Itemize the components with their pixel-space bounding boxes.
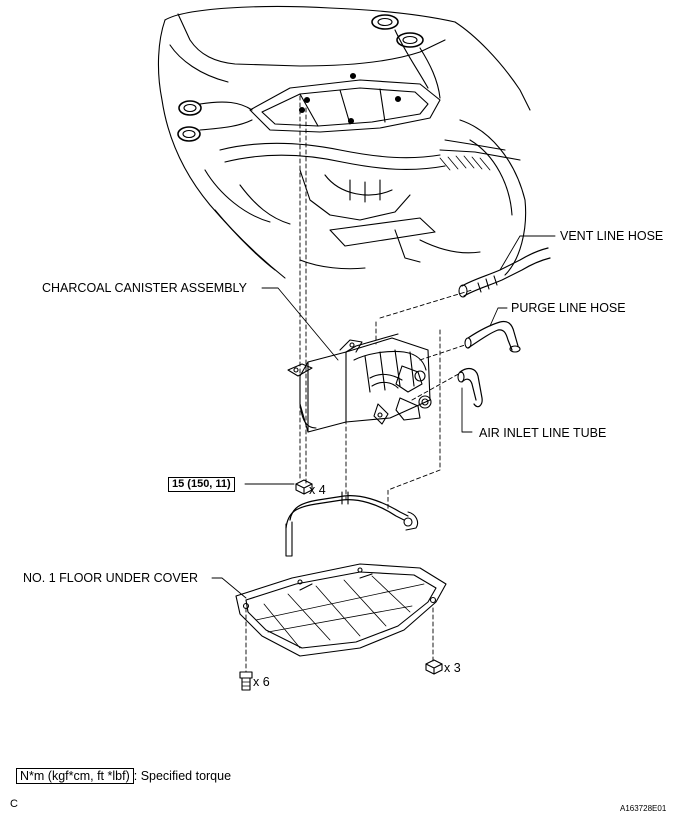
label-charcoal-canister: CHARCOAL CANISTER ASSEMBLY <box>42 281 247 295</box>
corner-letter: C <box>10 798 18 810</box>
label-floor-under-cover: NO. 1 FLOOR UNDER COVER <box>23 571 199 585</box>
bolt-cover-icon <box>239 671 253 691</box>
qty-bolt-cover: x 6 <box>253 675 270 689</box>
torque-spec-box: 15 (150, 11) <box>168 477 235 492</box>
leader-lines <box>211 235 556 599</box>
label-vent-line-hose: VENT LINE HOSE <box>560 229 664 243</box>
legend-text: : Specified torque <box>133 769 232 783</box>
torque-legend: N*m (kgf*cm, ft *lbf): Specified torque <box>16 768 232 784</box>
floor-under-cover <box>235 563 447 657</box>
canister-vent-hose <box>285 491 419 557</box>
vent-line-hose <box>458 247 551 298</box>
purge-line-hose <box>464 320 521 353</box>
qty-nut-cover: x 3 <box>444 661 461 675</box>
air-inlet-line-tube <box>457 367 483 408</box>
nut-cover-icon <box>425 659 443 675</box>
label-air-inlet-line-tube: AIR INLET LINE TUBE <box>479 426 607 440</box>
legend-symbol: N*m (kgf*cm, ft *lbf) <box>16 768 134 784</box>
nut-canister-icon <box>295 479 313 495</box>
vehicle-underbody <box>157 5 531 279</box>
label-purge-line-hose: PURGE LINE HOSE <box>511 301 626 315</box>
qty-nut-canister: x 4 <box>309 483 326 497</box>
charcoal-canister-assembly <box>287 333 432 433</box>
figure-id: A163728E01 <box>620 804 667 813</box>
alignment-lines <box>245 95 473 673</box>
